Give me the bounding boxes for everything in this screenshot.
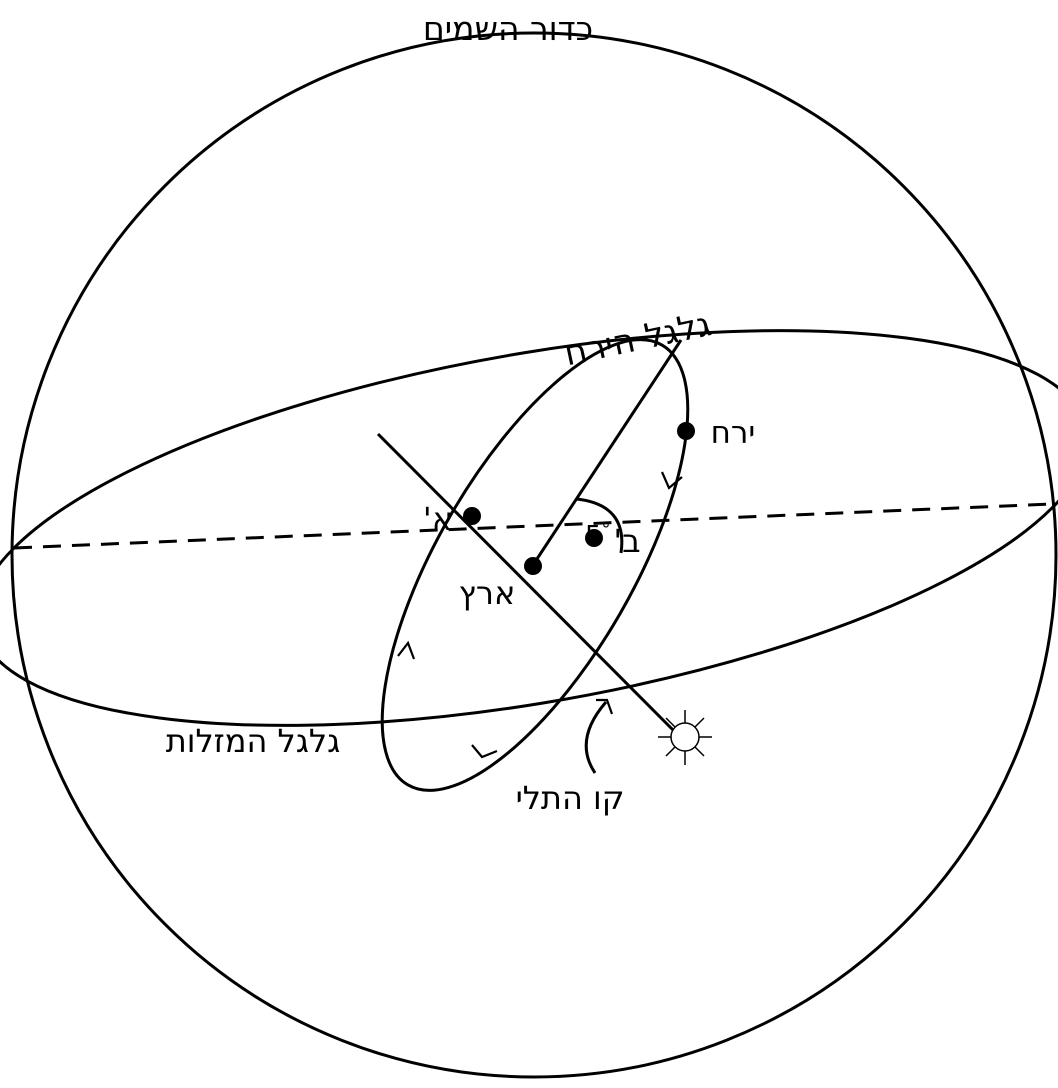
angle-label: 5° — [585, 519, 611, 551]
orbit-arrow-left — [398, 643, 414, 659]
celestial-sphere-label: כדור השמים — [423, 9, 593, 48]
lunar-orbit-label: גלגל הירח — [561, 304, 715, 374]
ecliptic-label: גלגל המזלות — [166, 722, 341, 760]
angle-value: 5 — [585, 521, 602, 551]
ecliptic-diameter-dashed — [14, 504, 1052, 548]
ecliptic-circle — [0, 331, 1058, 726]
node-a-point — [463, 507, 481, 525]
degree-symbol: ° — [602, 519, 611, 540]
celestial-sphere-circle — [12, 33, 1056, 1077]
moon-label: ירח — [711, 415, 756, 451]
earth-label: ארץ — [459, 574, 516, 612]
line-of-nodes-label: קו התלי — [516, 779, 625, 817]
line-of-nodes-pointer — [586, 702, 606, 773]
moon-point — [677, 422, 695, 440]
sun-icon — [658, 710, 712, 765]
earth-point — [524, 557, 542, 575]
node-b-label: ב' — [613, 522, 640, 560]
orbit-arrow-bottom — [472, 745, 497, 757]
node-a-label: א' — [423, 500, 453, 538]
